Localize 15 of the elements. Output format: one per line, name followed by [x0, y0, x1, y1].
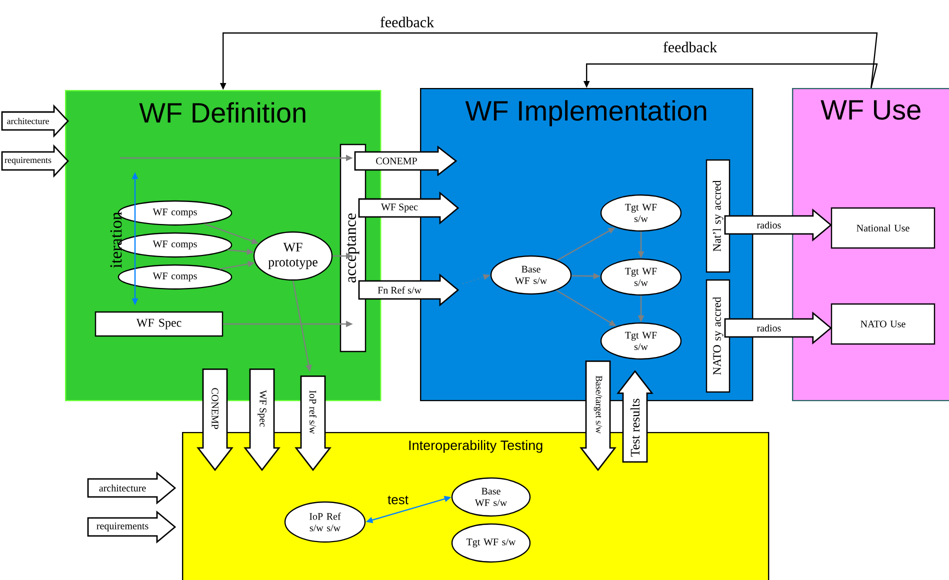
edge-label: requirements: [4, 156, 52, 166]
edge-label: feedback: [662, 40, 718, 54]
edge-label: WF Spec: [380, 203, 418, 213]
arrow: [462, 274, 490, 284]
vertical-box: acceptance: [340, 144, 366, 352]
block-arrow: [724, 312, 832, 344]
process-box: NATO Use: [830, 303, 936, 345]
process-box: WF Spec: [94, 311, 224, 337]
edge-label: feedback: [378, 16, 436, 28]
vertical-box: Nat’l sy accred: [706, 159, 730, 273]
block-arrow: [724, 208, 832, 242]
edge-label: requirements: [96, 522, 150, 532]
edge-label: test: [388, 496, 408, 504]
vertical-box: NATO sy accred: [706, 279, 730, 393]
process-box: National Use: [830, 207, 936, 249]
